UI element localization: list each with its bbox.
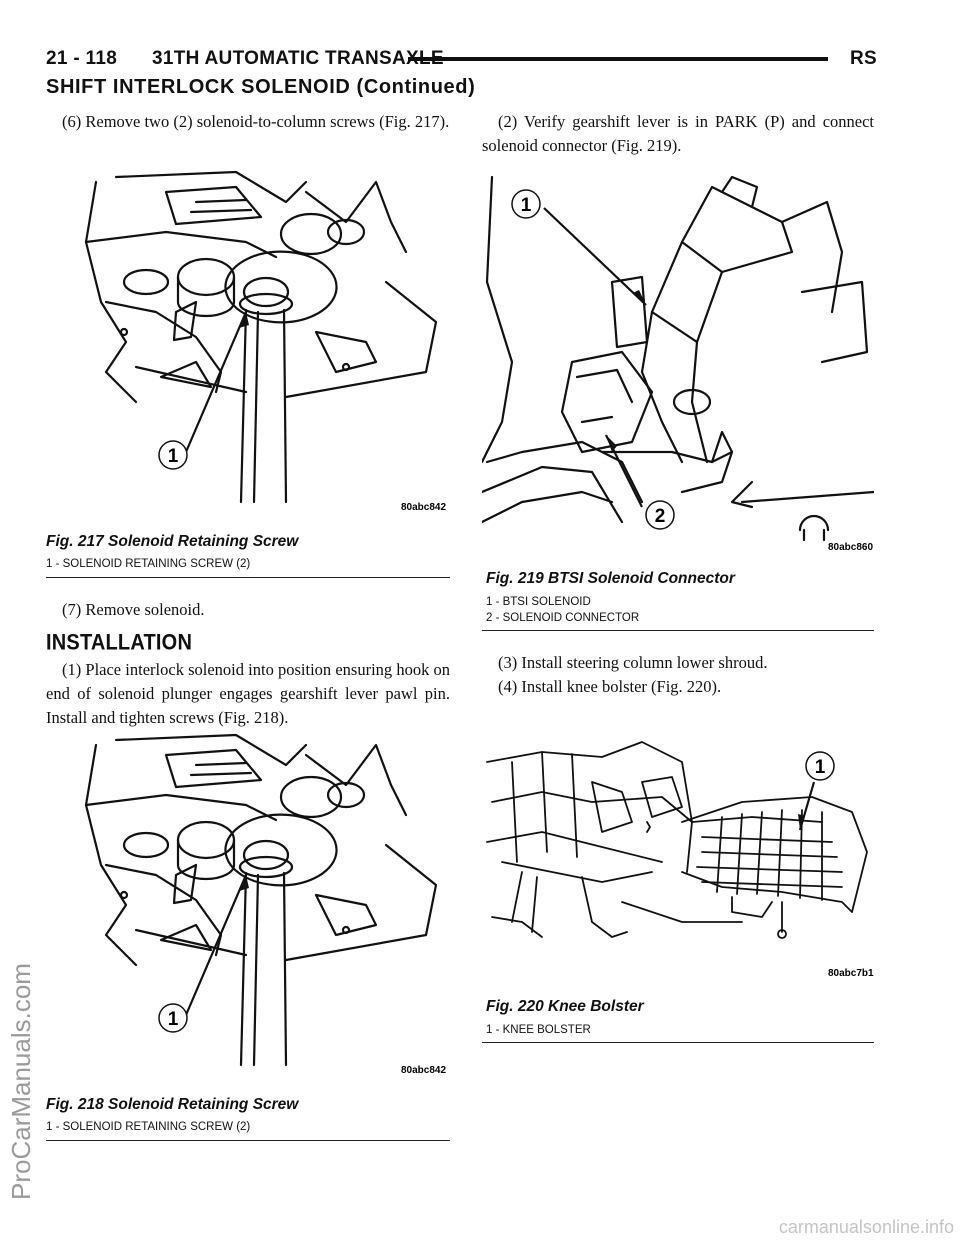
fig-218-code: 80abc842 <box>401 1065 446 1076</box>
fig-219-legend-item-2: 2 - SOLENOID CONNECTOR <box>486 612 640 624</box>
fig-218-legend-item: 1 - SOLENOID RETAINING SCREW (2) <box>46 1121 251 1133</box>
fig-217-rule <box>46 577 450 578</box>
header-rule <box>408 57 828 61</box>
fig-219-caption: Fig. 219 BTSI Solenoid Connector <box>486 570 735 587</box>
fig-219-code: 80abc860 <box>828 542 873 553</box>
step-6-text: (6) Remove two (2) solenoid-to-column sc… <box>62 112 450 131</box>
fig-219-illustration: 1 2 80abc860 <box>482 162 874 560</box>
model-code: RS <box>850 48 877 69</box>
fig-219-rule <box>482 630 874 631</box>
fig-219-legend-item-1: 1 - BTSI SOLENOID <box>486 596 591 608</box>
fig-219-callout-2: 2 <box>655 506 666 527</box>
fig-220-caption: Fig. 220 Knee Bolster <box>486 998 644 1015</box>
fig-220-rule <box>482 1042 874 1043</box>
install-step-1-text: (1) Place interlock solenoid into positi… <box>46 660 450 727</box>
fig-220-legend-item: 1 - KNEE BOLSTER <box>486 1024 591 1036</box>
footer-watermark: carmanualsonline.info <box>778 1217 954 1237</box>
installation-heading: INSTALLATION <box>46 631 193 656</box>
steering-column-drawing: 1 80abc842 <box>84 733 446 1076</box>
knee-bolster-drawing: 1 80abc7b1 <box>486 741 874 979</box>
page-number: 21 - 118 <box>46 48 118 69</box>
fig-217-code: 80abc842 <box>401 502 446 513</box>
fig-217-callout-1: 1 <box>168 446 179 467</box>
section-title: SHIFT INTERLOCK SOLENOID (Continued) <box>46 76 476 98</box>
fig-220-illustration: 1 80abc7b1 <box>482 722 874 984</box>
chapter-title: 31TH AUTOMATIC TRANSAXLE <box>152 48 444 69</box>
side-watermark: ProCarManuals.com <box>6 963 36 1200</box>
btsi-solenoid-drawing: 1 2 80abc860 <box>482 175 874 553</box>
fig-217-caption: Fig. 217 Solenoid Retaining Screw <box>46 533 299 550</box>
fig-219-callout-1: 1 <box>521 195 532 216</box>
step-7-text: (7) Remove solenoid. <box>62 600 205 619</box>
fig-218-callout-1: 1 <box>168 1009 179 1030</box>
fig-220-callout-1: 1 <box>815 757 826 778</box>
install-step-3-text: (3) Install steering column lower shroud… <box>498 653 768 672</box>
install-step-4-text: (4) Install knee bolster (Fig. 220). <box>498 677 722 696</box>
fig-217-legend-item: 1 - SOLENOID RETAINING SCREW (2) <box>46 558 251 570</box>
fig-220-code: 80abc7b1 <box>828 968 874 979</box>
fig-217-illustration: 1 80abc842 <box>46 162 450 524</box>
fig-218-caption: Fig. 218 Solenoid Retaining Screw <box>46 1096 299 1113</box>
fig-218-rule <box>46 1140 450 1141</box>
install-step-2-text: (2) Verify gearshift lever is in PARK (P… <box>482 112 874 155</box>
fig-218-illustration: 1 80abc842 <box>46 725 450 1087</box>
steering-column-drawing: 1 80abc842 <box>84 170 446 513</box>
